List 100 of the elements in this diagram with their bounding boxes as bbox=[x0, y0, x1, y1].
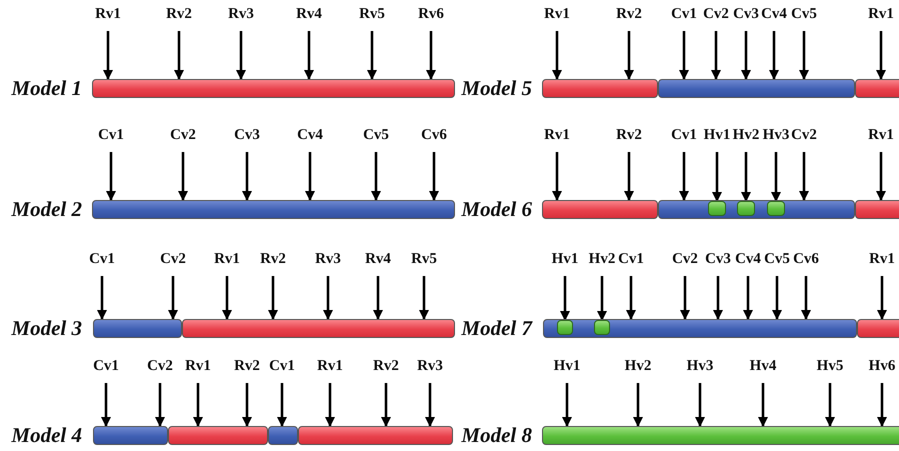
variable-label: Rv5 bbox=[411, 251, 437, 267]
segment-bar bbox=[658, 79, 855, 98]
segment-bar bbox=[92, 200, 455, 219]
arrow bbox=[712, 152, 722, 202]
arrow bbox=[801, 276, 811, 320]
arrow bbox=[425, 383, 435, 427]
arrow bbox=[106, 152, 116, 201]
arrow bbox=[741, 31, 751, 80]
variable-label: Rv1 bbox=[544, 6, 570, 22]
model-label: Model 2 bbox=[11, 198, 82, 220]
variable-label: Cv1 bbox=[671, 127, 697, 143]
segment-bar bbox=[658, 200, 855, 219]
arrow bbox=[771, 152, 781, 202]
variable-label: Cv2 bbox=[672, 251, 698, 267]
segment-bar bbox=[92, 79, 455, 98]
variable-label: Rv4 bbox=[296, 6, 322, 22]
arrow bbox=[633, 383, 643, 427]
arrow bbox=[825, 383, 835, 427]
variable-label: Cv1 bbox=[89, 251, 115, 267]
variable-label: Cv5 bbox=[791, 6, 817, 22]
segment-block bbox=[767, 201, 785, 216]
variable-label: Rv1 bbox=[868, 127, 894, 143]
model-label: Model 8 bbox=[461, 424, 532, 446]
variable-label: Rv1 bbox=[869, 251, 895, 267]
arrow bbox=[741, 152, 751, 202]
variable-label: Hv5 bbox=[816, 358, 844, 374]
arrow bbox=[371, 152, 381, 201]
arrow bbox=[103, 31, 113, 80]
arrow bbox=[680, 276, 690, 320]
segment-block bbox=[708, 201, 726, 216]
arrow bbox=[426, 31, 436, 80]
segment-bar bbox=[542, 79, 658, 98]
segment-bar bbox=[543, 319, 857, 338]
arrow bbox=[373, 276, 383, 320]
arrow bbox=[769, 31, 779, 80]
variable-label: Rv5 bbox=[359, 6, 385, 22]
segment-bar bbox=[93, 426, 168, 445]
arrow bbox=[552, 152, 562, 201]
arrow bbox=[168, 276, 178, 320]
variable-label: Rv1 bbox=[868, 6, 894, 22]
arrow bbox=[325, 383, 335, 427]
segment-bar bbox=[93, 319, 182, 338]
arrow bbox=[877, 383, 887, 427]
arrow bbox=[277, 383, 287, 427]
variable-label: Hv2 bbox=[588, 251, 616, 267]
variable-label: Cv6 bbox=[793, 251, 819, 267]
variable-label: Hv3 bbox=[762, 127, 790, 143]
variable-label: Rv1 bbox=[317, 358, 343, 374]
variable-label: Cv2 bbox=[791, 127, 817, 143]
segment-block bbox=[557, 320, 573, 335]
arrow bbox=[876, 152, 886, 201]
variable-label: Cv4 bbox=[297, 127, 323, 143]
arrow bbox=[624, 152, 634, 201]
variable-label: Cv6 bbox=[421, 127, 447, 143]
arrow bbox=[429, 152, 439, 201]
variable-label: Hv1 bbox=[552, 251, 578, 267]
variable-label: Rv2 bbox=[373, 358, 399, 374]
arrow bbox=[419, 276, 429, 320]
variable-label: Cv3 bbox=[705, 251, 731, 267]
variable-label: Rv1 bbox=[185, 358, 211, 374]
arrow bbox=[323, 276, 333, 320]
variable-label: Rv2 bbox=[166, 6, 192, 22]
arrow bbox=[222, 276, 232, 320]
arrow bbox=[381, 383, 391, 427]
arrow bbox=[679, 31, 689, 80]
arrow bbox=[711, 31, 721, 80]
variable-label: Cv1 bbox=[671, 6, 697, 22]
model-label: Model 7 bbox=[461, 317, 532, 339]
variable-label: Cv3 bbox=[234, 127, 260, 143]
model-label: Model 1 bbox=[11, 77, 82, 99]
variable-label: Cv2 bbox=[147, 358, 173, 374]
arrow bbox=[193, 383, 203, 427]
arrow bbox=[268, 276, 278, 320]
segment-bar bbox=[298, 426, 453, 445]
arrow bbox=[695, 383, 705, 427]
variable-label: Cv4 bbox=[761, 6, 787, 22]
segment-bar bbox=[182, 319, 455, 338]
segment-bar bbox=[857, 319, 899, 338]
variable-label: Hv2 bbox=[624, 358, 652, 374]
variable-label: Rv3 bbox=[228, 6, 254, 22]
variable-label: Rv2 bbox=[260, 251, 286, 267]
arrow bbox=[679, 152, 689, 201]
arrow bbox=[876, 31, 886, 80]
arrow bbox=[743, 276, 753, 320]
arrow bbox=[560, 276, 570, 321]
arrow bbox=[242, 383, 252, 427]
arrow bbox=[155, 383, 165, 427]
arrow bbox=[562, 383, 572, 427]
variable-label: Cv3 bbox=[733, 6, 759, 22]
arrow bbox=[799, 152, 809, 201]
variable-label: Cv2 bbox=[170, 127, 196, 143]
variable-label: Cv1 bbox=[98, 127, 124, 143]
variable-label: Hv6 bbox=[868, 358, 896, 374]
variable-label: Hv1 bbox=[554, 358, 580, 374]
arrow bbox=[713, 276, 723, 320]
segment-bar bbox=[542, 426, 899, 445]
arrow bbox=[624, 31, 634, 80]
variable-label: Rv3 bbox=[315, 251, 341, 267]
segment-bar bbox=[268, 426, 298, 445]
segment-block bbox=[594, 320, 610, 335]
